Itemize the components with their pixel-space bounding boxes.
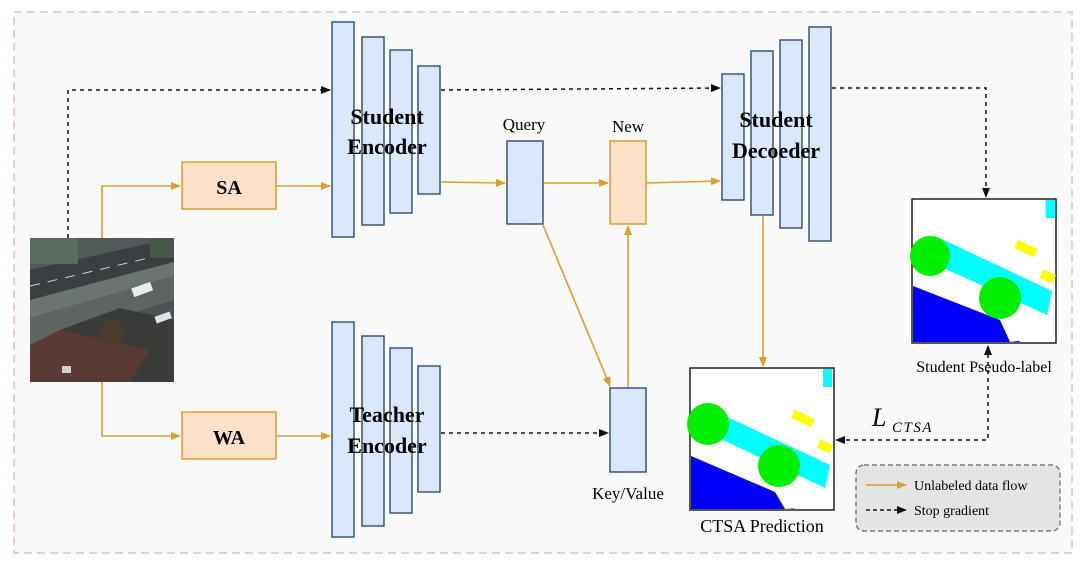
- student-pseudo-label-caption: Student Pseudo-label: [916, 359, 1052, 376]
- sa-label: SA: [216, 177, 242, 199]
- student-encoder-label-2: Encoder: [347, 134, 427, 159]
- loss-symbol: L: [871, 403, 886, 432]
- student-decoder-label-1: Student: [739, 107, 813, 132]
- arrow-input-to-sa: [101, 182, 181, 238]
- legend-unlabeled-text: Unlabeled data flow: [914, 479, 1028, 494]
- student-decoder: [721, 26, 832, 242]
- diagram-background: [13, 11, 1073, 554]
- student-decoder-label-2: Decoeder: [732, 138, 820, 163]
- wa-box: WA: [181, 411, 277, 460]
- student-encoder-label-1: Student: [350, 104, 424, 129]
- new-block: [609, 140, 647, 225]
- key-value-block: [609, 387, 647, 473]
- arrow-input-to-wa: [101, 382, 181, 440]
- ctsa-loss-label: L CTSA: [871, 403, 933, 436]
- loss-bracket-dashed: [835, 345, 992, 444]
- arrow-decoder-to-pseudolabel-dashed: [832, 87, 990, 198]
- student-pseudo-label-map: [910, 198, 1057, 344]
- student-encoder: [331, 21, 441, 238]
- orange-flow-lines: [101, 177, 767, 440]
- key-value-label: Key/Value: [592, 484, 664, 503]
- arrow-query-to-keyvalue: [542, 224, 611, 387]
- sa-box: SA: [181, 161, 277, 210]
- teacher-encoder-label-1: Teacher: [350, 402, 425, 427]
- new-label: New: [612, 117, 645, 136]
- ctsa-prediction-map: [687, 367, 835, 511]
- arrow-encoder-to-decoder-dashed: [440, 84, 721, 93]
- legend: Unlabeled data flow Stop gradient: [855, 464, 1061, 532]
- input-aerial-image: [29, 238, 175, 382]
- arrow-new-to-decoder: [645, 177, 721, 186]
- teacher-encoder-label-2: Encoder: [347, 433, 427, 458]
- legend-stop-gradient-text: Stop gradient: [914, 504, 989, 519]
- loss-subscript: CTSA: [892, 420, 933, 436]
- teacher-encoder: [331, 321, 441, 538]
- arrow-input-to-encoder-dashed: [67, 86, 331, 238]
- stop-gradient-lines: [67, 84, 992, 444]
- query-label: Query: [503, 115, 546, 134]
- wa-label: WA: [213, 427, 246, 449]
- query-block: [506, 140, 544, 225]
- ctsa-prediction-caption: CTSA Prediction: [700, 516, 824, 536]
- arrow-encoder-to-query: [440, 178, 506, 187]
